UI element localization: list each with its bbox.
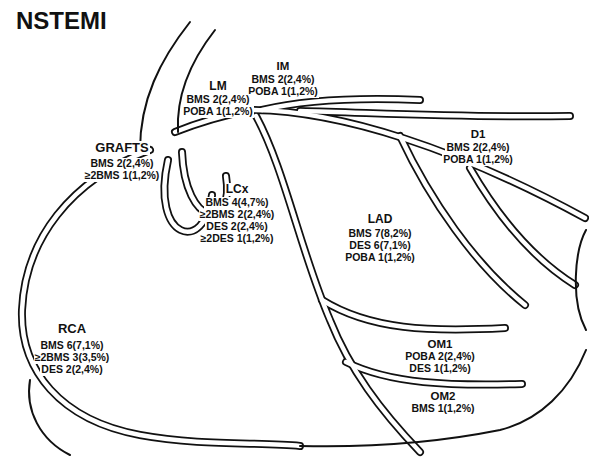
vessel-name: LM: [208, 80, 227, 93]
stent-count: DES 2(2,4%): [205, 221, 268, 233]
stent-count: ≥2BMS 3(3,5%): [34, 352, 111, 364]
stent-count: BMS 4(4,7%): [204, 197, 269, 209]
stent-count: DES 2(2,4%): [40, 364, 103, 376]
stent-count: ≥2DES 1(1,2%): [200, 233, 275, 245]
stent-count: ≥2BMS 2(2,4%): [199, 209, 276, 221]
stent-count: BMS 7(8,2%): [347, 228, 412, 240]
stent-count: BMS 2(2,4%): [445, 142, 510, 154]
vessel-name: IM: [276, 60, 291, 73]
vessel-name: LCx: [225, 183, 250, 196]
stent-count: POBA 1(1,2%): [442, 154, 514, 166]
stent-count: POBA 1(1,2%): [182, 106, 254, 118]
stent-count: BMS 1(1,2%): [410, 403, 475, 415]
stent-count: BMS 2(2,4%): [250, 74, 315, 86]
vessel-name: OM1: [427, 338, 454, 351]
stent-count: BMS 2(2,4%): [89, 158, 154, 170]
stent-count: POBA 1(1,2%): [247, 86, 319, 98]
vessel-name: OM2: [430, 390, 457, 403]
vessel-name: GRAFTS: [94, 141, 149, 155]
stent-count: DES 6(7,1%): [348, 240, 411, 252]
vessel-name: LAD: [367, 213, 394, 226]
stent-count: BMS 6(7,1%): [39, 340, 104, 352]
stent-count: POBA 1(1,2%): [344, 252, 416, 264]
vessel-name: RCA: [57, 322, 87, 336]
title: NSTEMI: [16, 8, 107, 34]
stent-count: ≥2BMS 1(1,2%): [84, 170, 161, 182]
stent-count: DES 1(1,2%): [408, 363, 471, 375]
stent-count: POBA 2(2,4%): [404, 351, 476, 363]
vessel-name: D1: [470, 128, 487, 141]
stent-count: BMS 2(2,4%): [185, 94, 250, 106]
